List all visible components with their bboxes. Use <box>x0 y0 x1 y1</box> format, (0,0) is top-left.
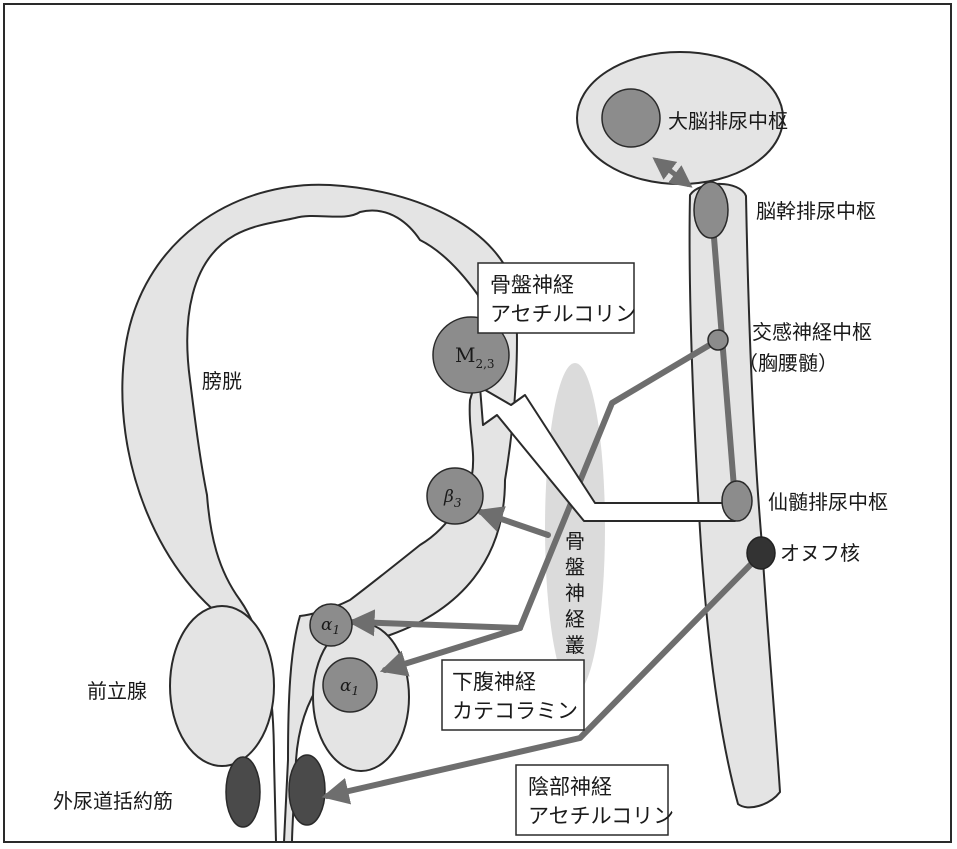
svg-text:陰部神経: 陰部神経 <box>528 775 612 799</box>
label-sacral-center: 仙髄排尿中枢 <box>768 490 888 514</box>
label-cerebral-center: 大脳排尿中枢 <box>668 109 788 133</box>
svg-text:アセチルコリン: アセチルコリン <box>528 804 674 828</box>
sympathetic-center-node <box>708 330 728 350</box>
onuf-nucleus-node <box>747 537 775 569</box>
svg-text:経: 経 <box>565 607 585 631</box>
svg-text:盤: 盤 <box>565 555 585 579</box>
external-sphincter-right <box>289 755 325 825</box>
prostate <box>170 606 274 766</box>
svg-text:アセチルコリン: アセチルコリン <box>490 302 636 326</box>
label-onuf-nucleus: オヌフ核 <box>780 541 860 565</box>
box-pudendal-nerve: 陰部神経 アセチルコリン <box>516 765 674 835</box>
svg-text:下腹神経: 下腹神経 <box>452 670 536 694</box>
label-sympathetic-sub: （胸腰髄） <box>738 351 838 375</box>
brainstem-center-node <box>694 182 728 238</box>
label-external-sphincter: 外尿道括約筋 <box>53 789 173 813</box>
label-brainstem-center: 脳幹排尿中枢 <box>756 199 876 223</box>
label-prostate: 前立腺 <box>87 679 147 703</box>
svg-text:カテコラミン: カテコラミン <box>452 699 578 723</box>
label-bladder: 膀胱 <box>202 369 242 393</box>
label-pelvic-plexus: 骨 盤 神 経 叢 <box>565 529 585 657</box>
external-sphincter-left <box>226 757 260 827</box>
cerebral-center-node <box>602 89 660 147</box>
label-sympathetic-center: 交感神経中枢 <box>752 320 872 344</box>
svg-text:神: 神 <box>565 581 585 605</box>
box-hypogastric-nerve: 下腹神経 カテコラミン <box>442 660 584 730</box>
sacral-center-node <box>722 481 752 521</box>
box-pelvic-nerve: 骨盤神経 アセチルコリン <box>478 263 636 333</box>
svg-text:叢: 叢 <box>565 633 585 657</box>
svg-text:骨: 骨 <box>565 529 585 553</box>
svg-text:骨盤神経: 骨盤神経 <box>490 273 574 297</box>
